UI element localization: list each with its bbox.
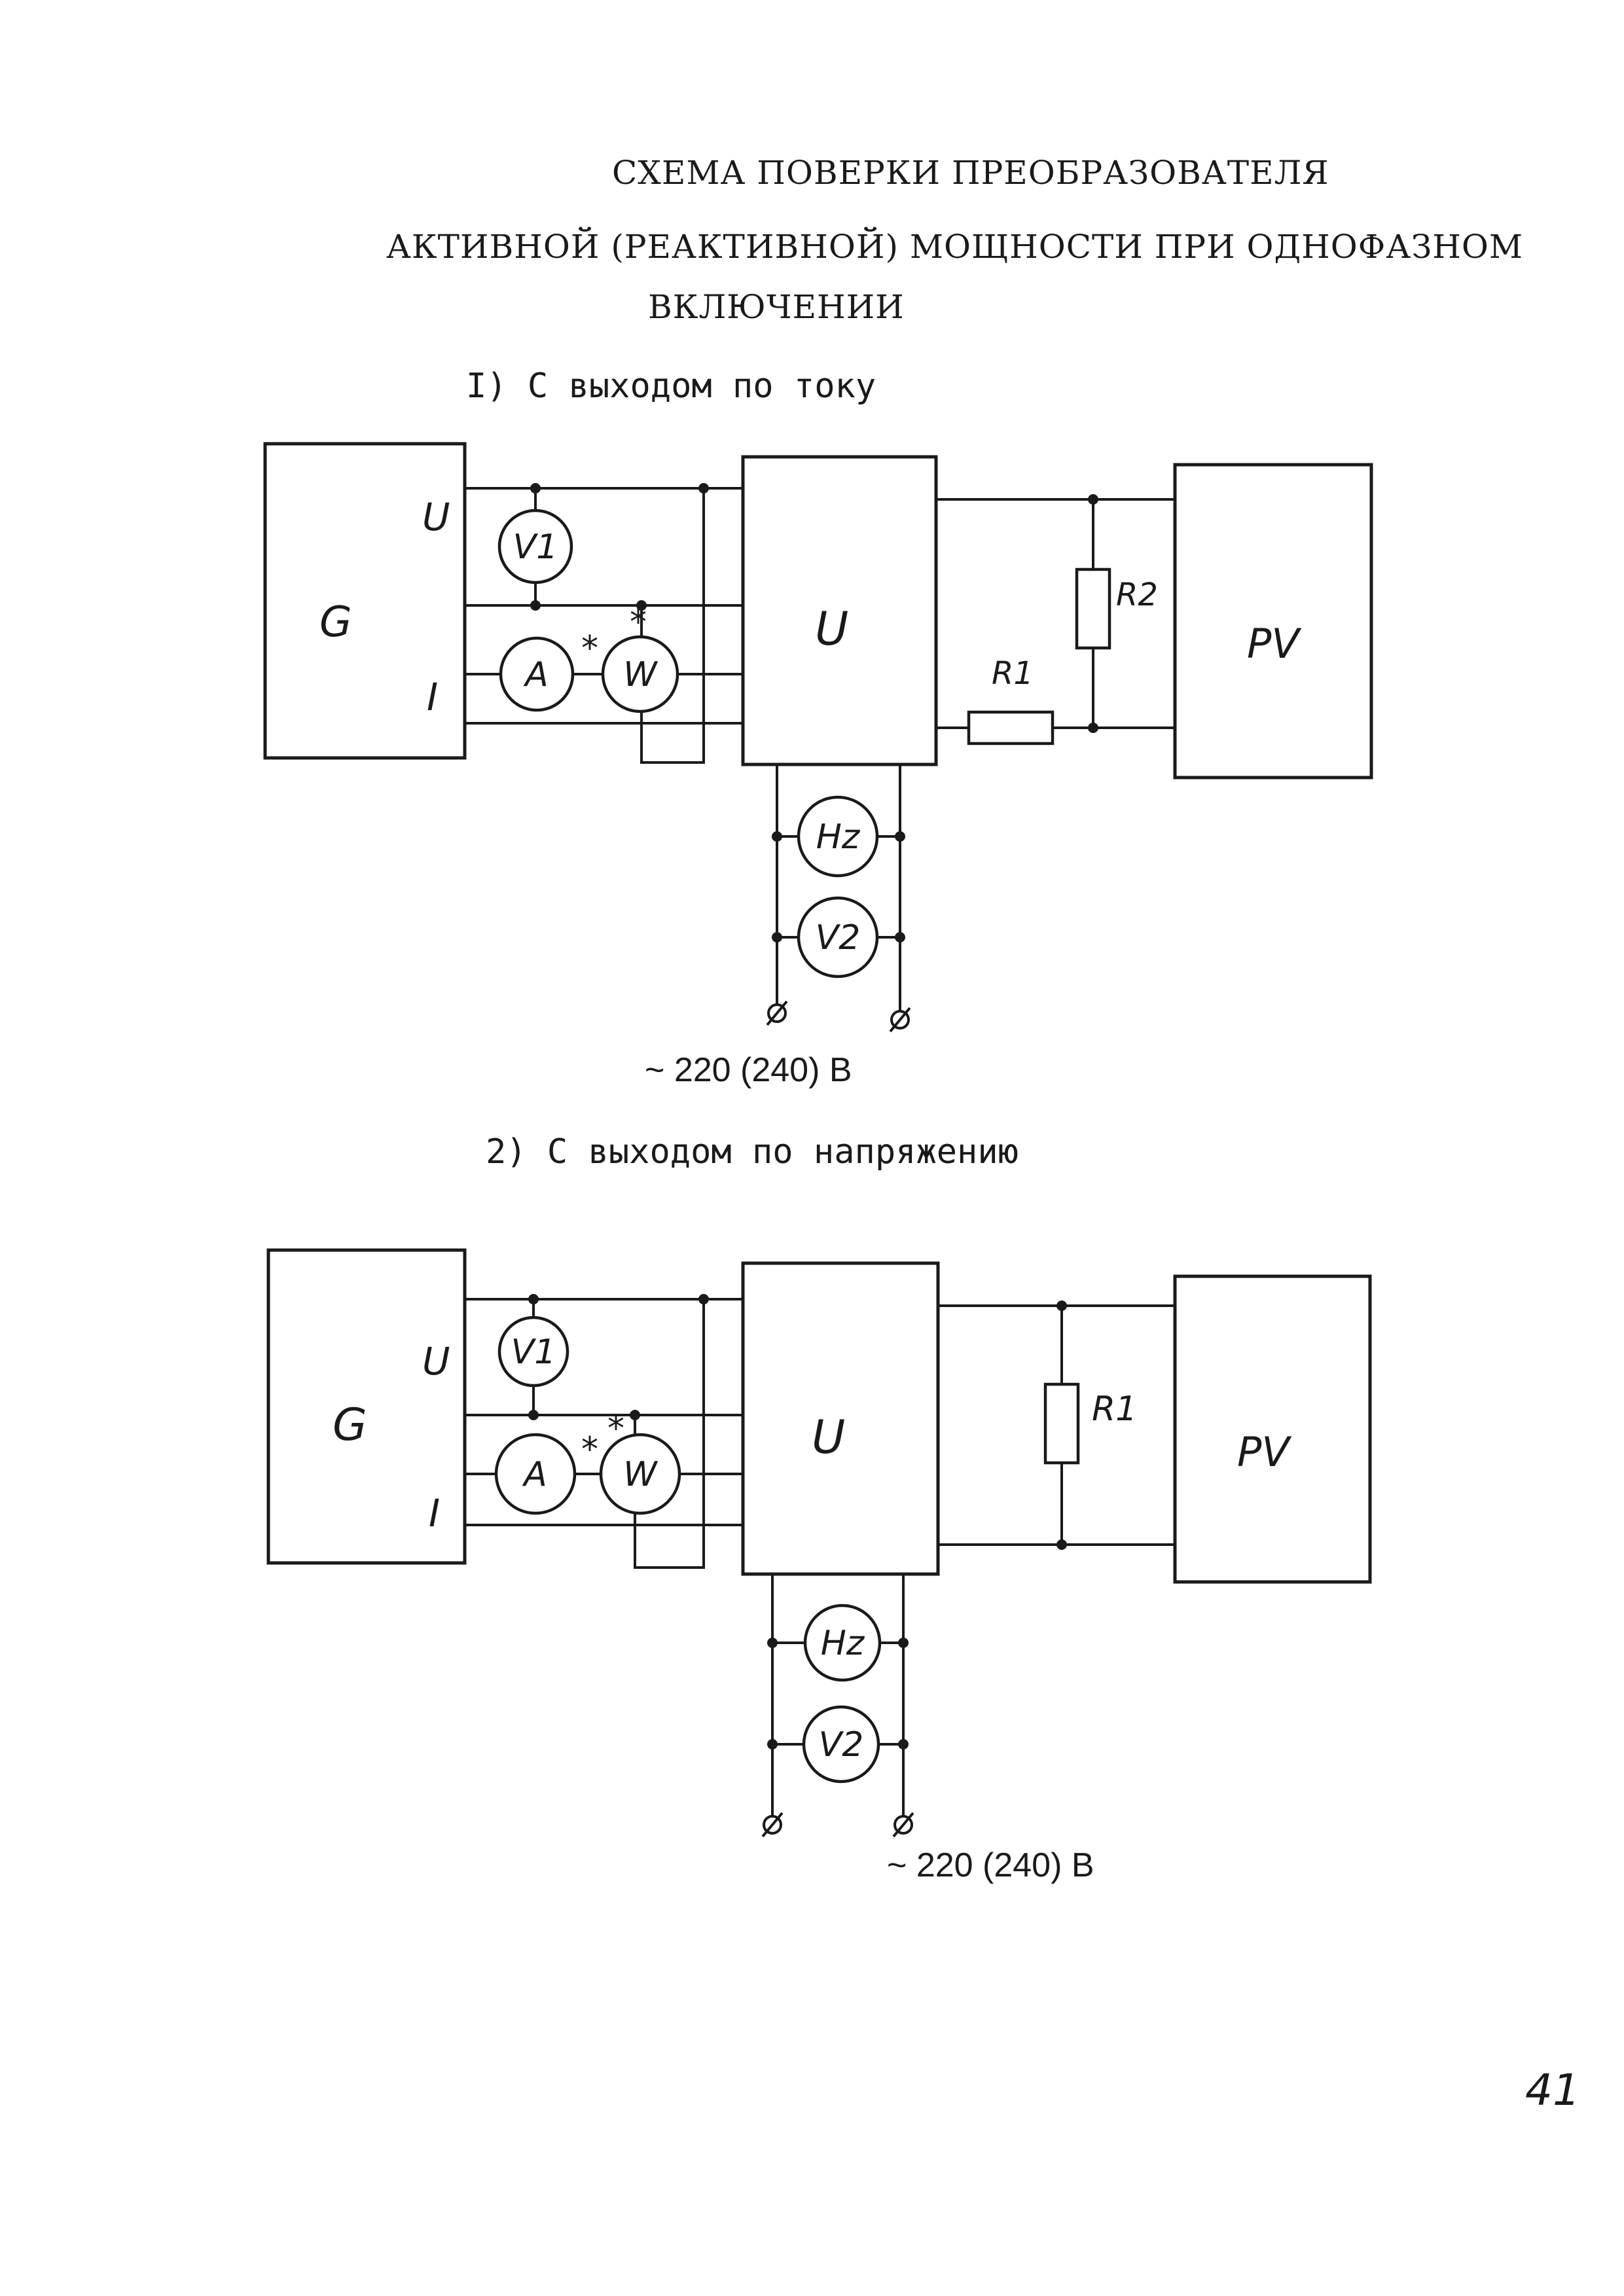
junction-dot (1056, 1300, 1067, 1311)
ammeter-label: A (522, 1455, 547, 1494)
wattmeter-star-current: * (581, 1430, 598, 1469)
terminal-slash (761, 1812, 784, 1838)
converter-label: U (815, 602, 848, 656)
receiver-block (1173, 1274, 1372, 1584)
voltmeter-v2 (797, 896, 879, 978)
voltmeter-v1 (497, 1316, 569, 1388)
diagram2-caption: 2) С выходом по напряжению (486, 1132, 1019, 1172)
wattmeter-star-voltage: * (607, 1409, 624, 1448)
voltmeter-v1-label: V1 (513, 528, 558, 567)
junction-dot (530, 483, 541, 493)
junction-dot (636, 600, 647, 611)
title-line-2: АКТИВНОЙ (РЕАКТИВНОЙ) МОЩНОСТИ ПРИ ОДНОФ… (386, 228, 1524, 266)
frequency-meter-label: Hz (816, 817, 861, 857)
junction-dot (898, 1638, 909, 1648)
junction-dot (772, 932, 782, 942)
resistor-r2-label: R2 (1116, 577, 1158, 613)
junction-dot (772, 831, 782, 842)
voltmeter-v2-label: V2 (819, 1725, 864, 1765)
junction-dot (530, 600, 541, 611)
title-line-1: СХЕМА ПОВЕРКИ ПРЕОБРАЗОВАТЕЛЯ (612, 154, 1329, 192)
wattmeter-star-current: * (581, 629, 598, 668)
title-line-3: ВКЛЮЧЕНИИ (648, 288, 905, 326)
junction-dot (698, 1294, 709, 1304)
terminal-slash (892, 1812, 914, 1838)
junction-dot (1088, 494, 1098, 505)
resistor-r1 (1043, 1382, 1080, 1465)
resistor-r1-label: R1 (992, 655, 1034, 692)
ammeter (499, 636, 575, 712)
junction-dot (767, 1739, 778, 1749)
current-terminal-label: I (427, 675, 438, 719)
diagram1-caption: I) С выходом по току (466, 367, 876, 406)
wire (634, 1299, 705, 1569)
voltmeter-v2 (802, 1705, 880, 1784)
generator-block (266, 1248, 467, 1565)
junction-dot (895, 831, 905, 842)
junction-dot (898, 1739, 909, 1749)
resistor-r2 (1075, 567, 1111, 650)
junction-dot (630, 1410, 640, 1420)
current-terminal-label: I (429, 1491, 440, 1535)
junction-dot (767, 1638, 778, 1648)
junction-dot (528, 1294, 539, 1304)
diagram1-supply-label: ~ 220 (240) В (645, 1051, 852, 1089)
ammeter-label: A (523, 655, 549, 694)
converter-label: U (812, 1410, 845, 1464)
voltmeter-v2-label: V2 (816, 918, 861, 958)
voltage-terminal-label: U (422, 495, 450, 539)
diagram2-supply-label: ~ 220 (240) В (887, 1846, 1094, 1884)
frequency-meter-label: Hz (821, 1624, 865, 1663)
voltmeter-v1 (497, 509, 573, 584)
wattmeter-label: W (623, 1455, 659, 1494)
terminal-slash (766, 1000, 788, 1026)
terminal-slash (889, 1007, 911, 1033)
receiver-label: PV (1247, 620, 1302, 668)
generator-label: G (333, 1399, 367, 1451)
frequency-meter (803, 1604, 882, 1682)
ammeter (494, 1433, 577, 1515)
receiver-label: PV (1237, 1428, 1292, 1476)
junction-dot (895, 932, 905, 942)
voltmeter-v1-label: V1 (511, 1333, 556, 1372)
junction-dot (528, 1410, 539, 1420)
junction-dot (698, 483, 709, 493)
receiver-block (1173, 463, 1373, 780)
resistor-r1-label: R1 (1092, 1390, 1137, 1429)
wire (640, 488, 705, 764)
resistor-r1 (967, 710, 1055, 745)
wattmeter (601, 635, 679, 713)
wattmeter-label: W (623, 655, 659, 694)
generator-block (263, 442, 467, 760)
generator-label: G (319, 598, 352, 647)
converter-block (741, 455, 938, 766)
converter-block (741, 1261, 940, 1576)
junction-dot (1088, 723, 1098, 733)
wattmeter-star-voltage: * (630, 603, 647, 642)
voltage-terminal-label: U (422, 1339, 450, 1384)
page-number: 41 (1525, 2065, 1580, 2115)
junction-dot (1056, 1539, 1067, 1550)
frequency-meter (797, 795, 879, 878)
wattmeter (599, 1433, 681, 1515)
